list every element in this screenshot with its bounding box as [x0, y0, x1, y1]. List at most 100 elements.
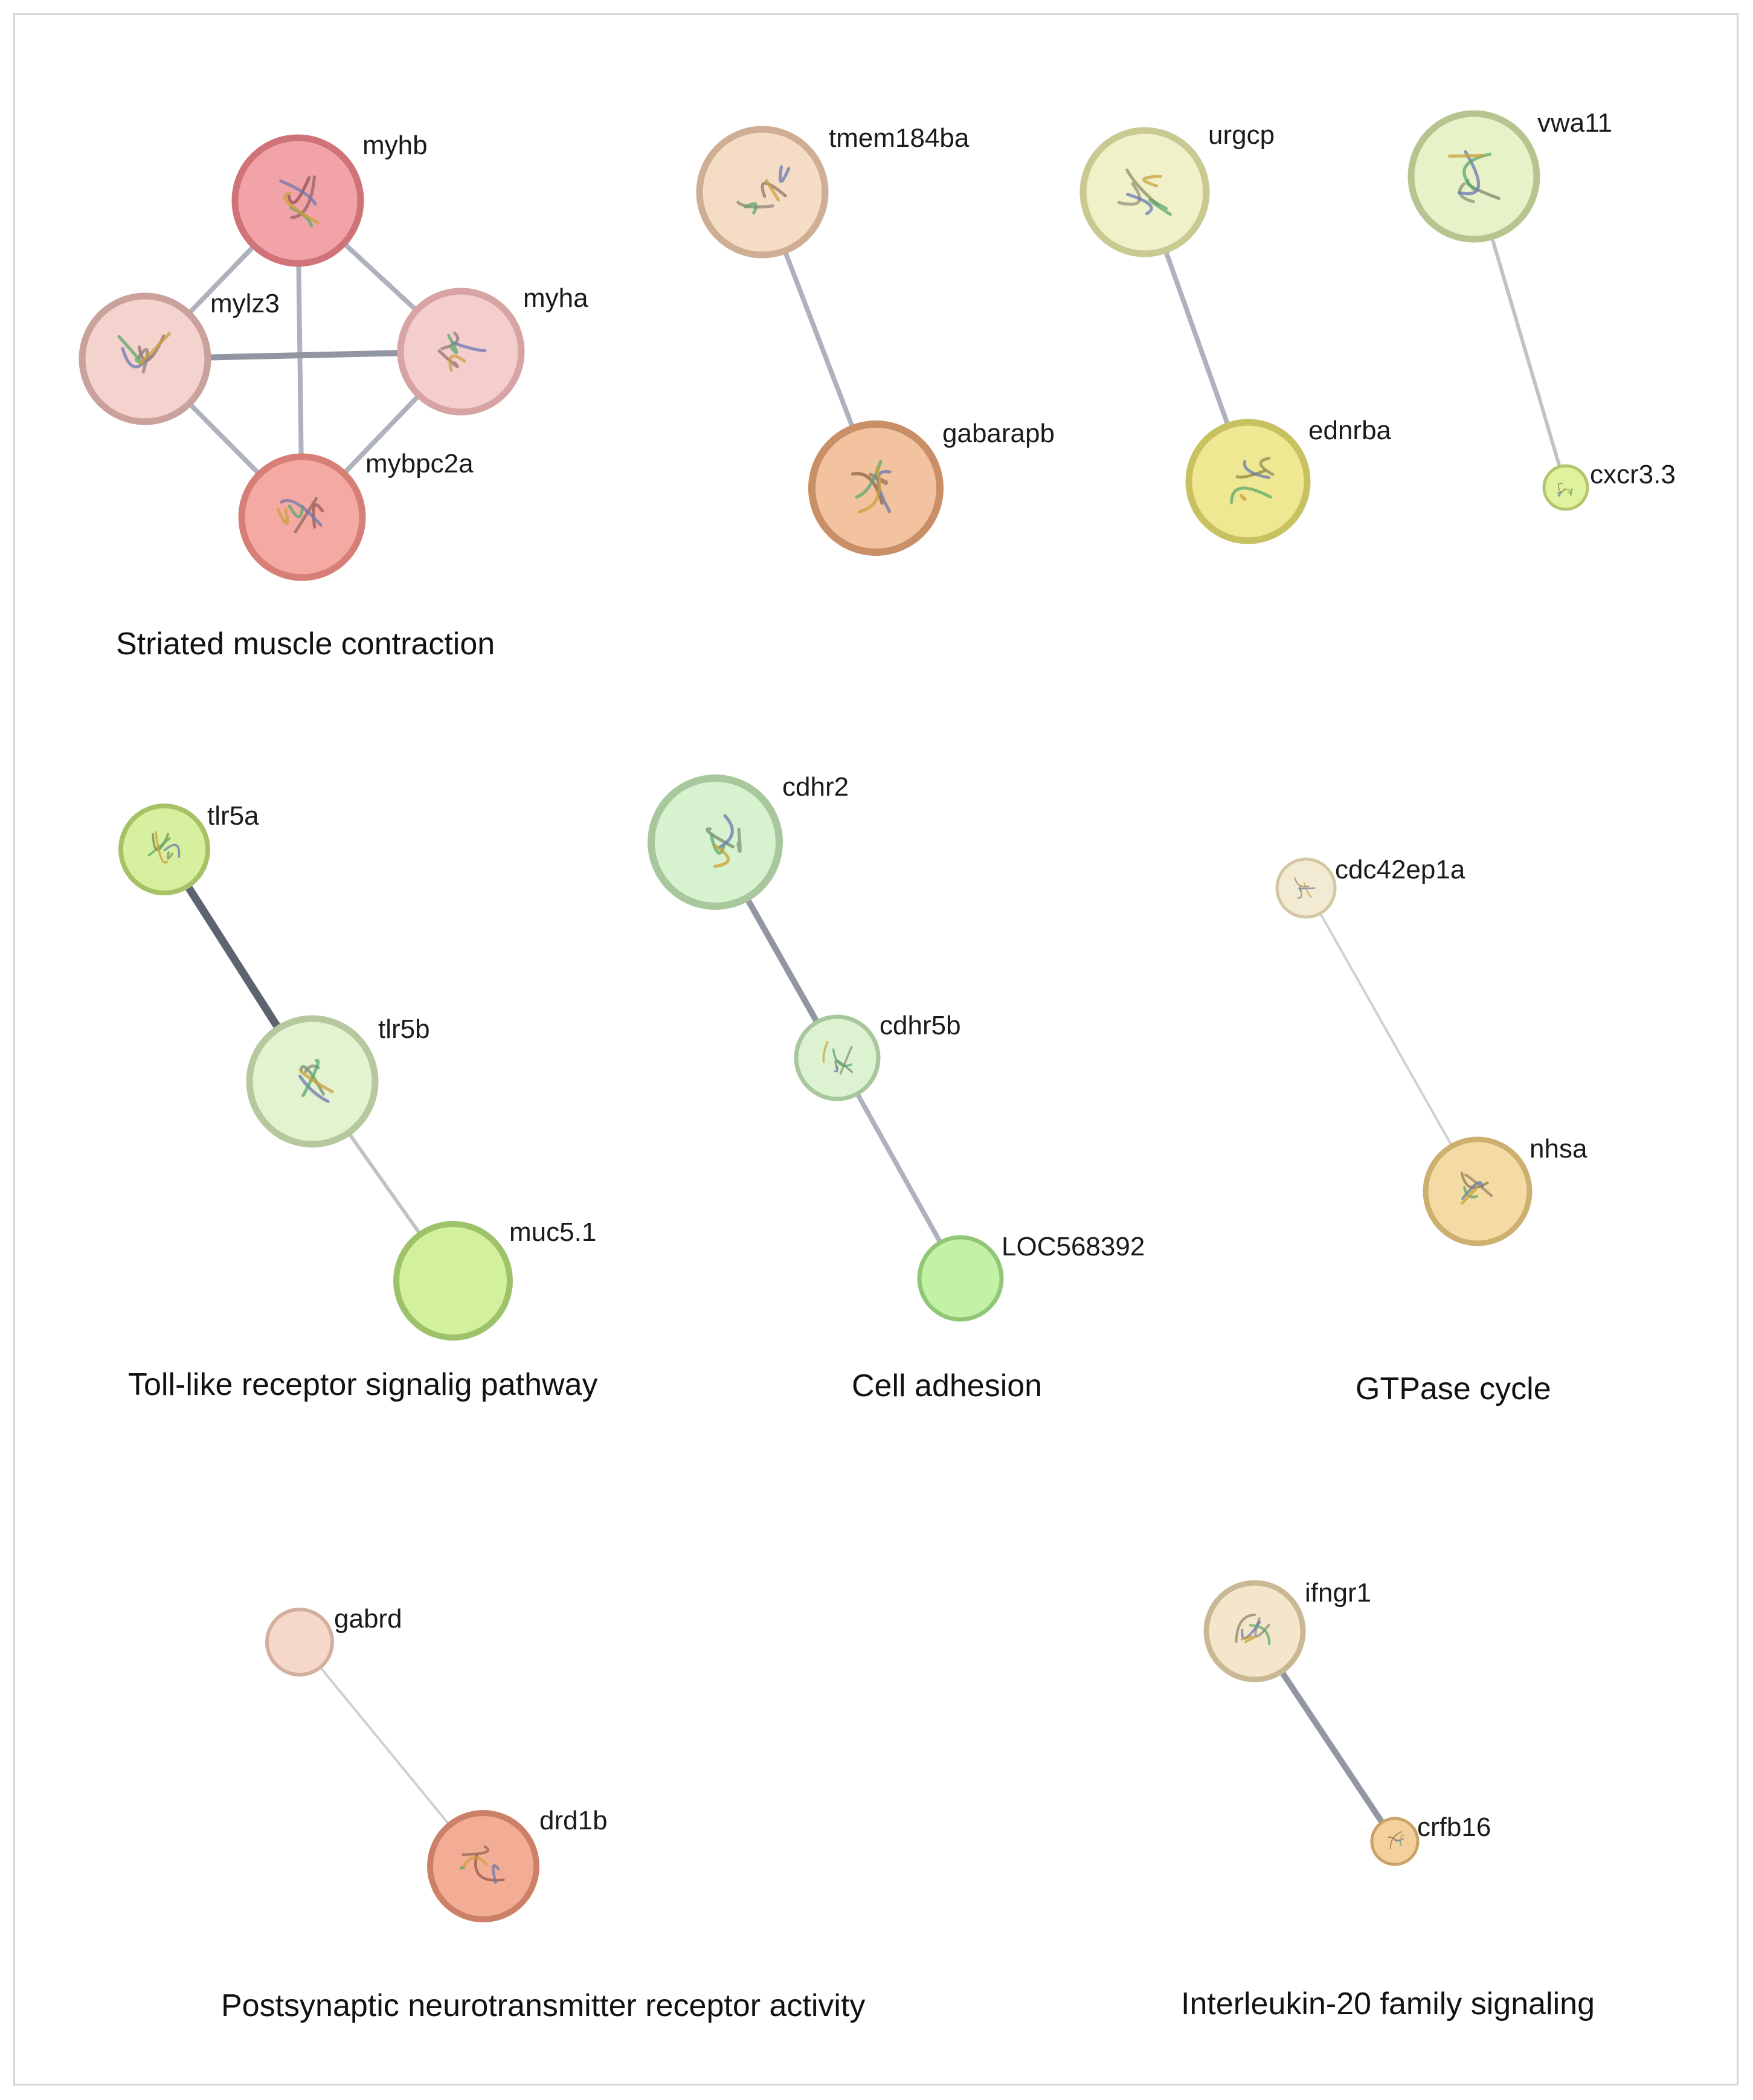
node-label-tlr5a: tlr5a — [207, 801, 259, 831]
structure-stroke — [147, 837, 171, 857]
node-label-ifngr1: ifngr1 — [1305, 1578, 1371, 1608]
structure-stroke — [155, 831, 169, 864]
structure-stroke — [1563, 488, 1571, 494]
structure-stroke — [1400, 1834, 1405, 1840]
protein-node-cxcr3.3[interactable]: cxcr3.3 — [1542, 460, 1676, 511]
structure-stroke — [448, 354, 466, 372]
structure-stroke — [294, 497, 318, 533]
structure-stroke — [1148, 198, 1172, 216]
node-label-muc5.1: muc5.1 — [509, 1217, 596, 1247]
structure-stroke — [117, 335, 143, 365]
node-label-tlr5b: tlr5b — [378, 1014, 430, 1044]
protein-node-tlr5b[interactable]: tlr5b — [246, 1014, 430, 1148]
node-circle — [1423, 1136, 1533, 1246]
structure-stroke — [1259, 456, 1275, 476]
node-circle — [648, 775, 783, 910]
structure-stroke — [855, 459, 883, 499]
node-label-cdhr2: cdhr2 — [782, 772, 849, 802]
node-circle — [427, 1810, 539, 1922]
structure-stroke — [447, 333, 458, 355]
structure-stroke — [137, 348, 149, 374]
structure-stroke — [822, 1041, 829, 1063]
structure-stroke — [834, 1066, 838, 1073]
figure-frame — [13, 13, 1739, 2086]
node-label-ednrba: ednrba — [1308, 416, 1392, 445]
cluster-title: Cell adhesion — [852, 1368, 1042, 1403]
structure-stroke — [1557, 491, 1562, 497]
node-circle — [794, 1014, 881, 1101]
structure-stroke — [1461, 1181, 1484, 1200]
structure-stroke — [288, 504, 304, 518]
node-label-mylz3: mylz3 — [210, 289, 280, 318]
node-label-LOC568392: LOC568392 — [1002, 1232, 1145, 1261]
protein-node-LOC568392[interactable]: LOC568392 — [917, 1232, 1145, 1322]
node-label-myhb: myhb — [362, 130, 428, 160]
node-label-vwa11: vwa11 — [1537, 108, 1612, 138]
structure-stroke — [290, 175, 317, 219]
structure-stroke — [492, 1864, 500, 1884]
structure-stroke — [1394, 1838, 1404, 1842]
node-circle — [265, 1608, 334, 1676]
structure-stroke — [736, 828, 742, 853]
node-label-drd1b: drd1b — [539, 1806, 608, 1835]
cluster-title: Interleukin-20 family signaling — [1181, 1986, 1595, 2021]
structure-stroke — [1460, 1171, 1489, 1189]
node-label-gabrd: gabrd — [334, 1604, 402, 1634]
structure-stroke — [300, 1070, 334, 1093]
protein-node-cdc42ep1a[interactable]: cdc42ep1a — [1275, 855, 1465, 919]
node-circle — [238, 453, 366, 581]
structure-stroke — [1388, 1836, 1397, 1841]
nodes-layer: myhb mylz3 myha mybpc2a tmem184ba gabarapb urg… — [79, 108, 1676, 1922]
protein-node-mybpc2a[interactable]: mybpc2a — [238, 449, 474, 581]
protein-node-ifngr1[interactable]: ifngr1 — [1203, 1578, 1371, 1683]
structure-stroke — [440, 331, 460, 350]
node-circle — [393, 1221, 513, 1341]
protein-node-gabarapb[interactable]: gabarapb — [808, 419, 1055, 556]
structure-stroke — [736, 201, 774, 209]
structure-stroke — [1464, 1173, 1493, 1197]
node-label-cdc42ep1a: cdc42ep1a — [1335, 855, 1465, 884]
protein-node-cdhr5b[interactable]: cdhr5b — [794, 1011, 961, 1101]
cluster-title: Postsynaptic neurotransmitter receptor a… — [221, 1988, 865, 2023]
structure-stroke — [839, 1046, 853, 1075]
structure-stroke — [832, 1048, 852, 1067]
structure-stroke — [462, 1856, 487, 1868]
protein-node-myhb[interactable]: myhb — [231, 130, 428, 267]
protein-node-nhsa[interactable]: nhsa — [1423, 1134, 1587, 1246]
structure-stroke — [744, 202, 758, 215]
structure-stroke — [276, 507, 289, 525]
structure-stroke — [279, 179, 317, 206]
protein-node-drd1b[interactable]: drd1b — [427, 1806, 608, 1922]
node-circle — [1370, 1817, 1420, 1866]
protein-node-ednrba[interactable]: ednrba — [1185, 416, 1392, 544]
node-label-cxcr3.3: cxcr3.3 — [1590, 460, 1676, 489]
structure-stroke — [1240, 494, 1247, 501]
protein-node-vwa11[interactable]: vwa11 — [1407, 108, 1612, 243]
protein-node-crfb16[interactable]: crfb16 — [1370, 1812, 1491, 1866]
protein-node-tlr5a[interactable]: tlr5a — [118, 801, 259, 895]
protein-node-gabrd[interactable]: gabrd — [265, 1604, 402, 1676]
structure-stroke — [1243, 460, 1271, 480]
protein-node-urgcp[interactable]: urgcp — [1079, 120, 1275, 257]
cluster-title: Striated muscle contraction — [116, 626, 495, 662]
protein-node-muc5.1[interactable]: muc5.1 — [393, 1217, 596, 1341]
structure-stroke — [280, 498, 323, 527]
structure-stroke — [1558, 482, 1563, 492]
structure-stroke — [1235, 1614, 1256, 1643]
cluster-title: Toll-like receptor signalig pathway — [128, 1367, 598, 1402]
protein-node-tmem184ba[interactable]: tmem184ba — [696, 123, 970, 259]
structure-stroke — [1294, 877, 1310, 887]
structure-stroke — [1397, 1839, 1402, 1846]
structure-stroke — [1240, 1635, 1256, 1643]
protein-node-myha[interactable]: myha — [397, 283, 588, 416]
node-label-gabarapb: gabarapb — [942, 419, 1055, 448]
structure-stroke — [301, 1058, 320, 1098]
structure-stroke — [713, 844, 730, 868]
structure-stroke — [1569, 488, 1573, 497]
node-label-tmem184ba: tmem184ba — [829, 123, 970, 153]
structure-stroke — [437, 349, 459, 369]
protein-node-cdhr2[interactable]: cdhr2 — [648, 772, 849, 910]
node-label-mybpc2a: mybpc2a — [365, 449, 474, 478]
protein-node-mylz3[interactable]: mylz3 — [79, 289, 280, 425]
structure-stroke — [851, 472, 884, 505]
